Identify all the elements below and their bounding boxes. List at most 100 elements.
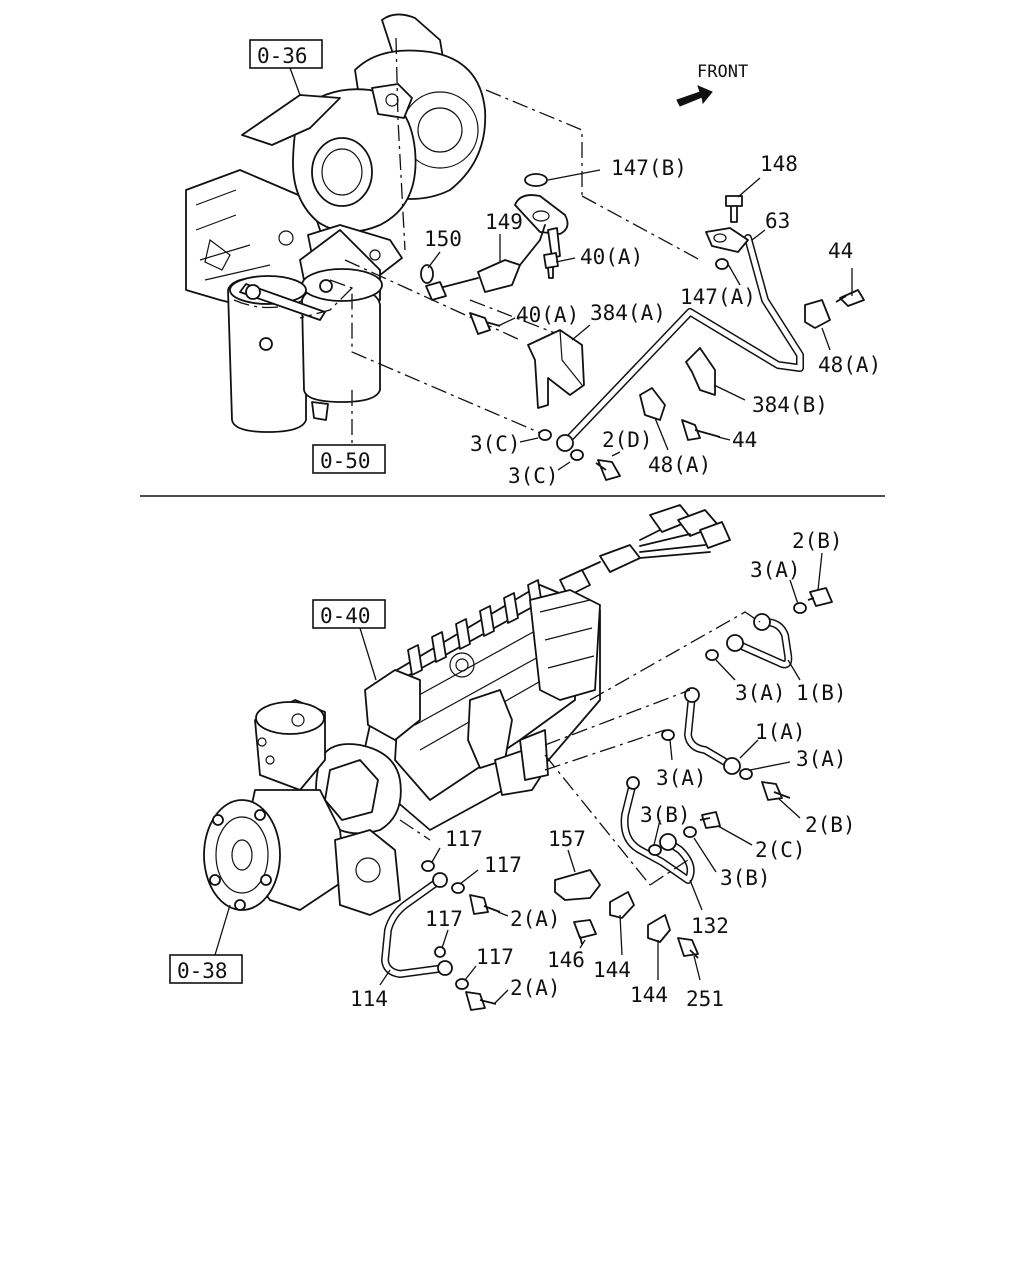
callout-150: 150 — [424, 227, 462, 251]
washer-117-c — [434, 946, 446, 958]
bolt-2a-2 — [465, 991, 497, 1011]
washer-117-b — [451, 882, 465, 894]
callout-1b: 1(B) — [796, 681, 847, 705]
clip-48a-lower — [639, 387, 666, 421]
bolt-2c — [699, 811, 721, 829]
callout-1a: 1(A) — [755, 720, 806, 744]
bolt-2b-1 — [807, 587, 833, 607]
washer-3a-3 — [661, 729, 675, 741]
callout-48a-right: 48(A) — [818, 353, 881, 377]
callout-3a-3: 3(A) — [796, 747, 847, 771]
ref-box-0-40 — [312, 599, 386, 629]
ref-box-0-38 — [169, 954, 243, 984]
washer-3c-2 — [570, 449, 584, 461]
callout-384a: 384(A) — [590, 301, 666, 325]
callout-3b-1: 3(B) — [640, 803, 691, 827]
callout-3a-2: 3(A) — [735, 681, 786, 705]
callout-144-a: 144 — [593, 958, 631, 982]
callout-146: 146 — [547, 948, 585, 972]
callout-132: 132 — [691, 914, 729, 938]
bracket-384b — [685, 347, 716, 396]
pipe-1b — [726, 613, 793, 669]
wiring-harness — [559, 504, 731, 597]
callout-114: 114 — [350, 987, 388, 1011]
bolt-44-lower — [681, 419, 721, 441]
o-ring-150 — [420, 264, 434, 284]
callout-2a-1: 2(A) — [510, 907, 561, 931]
bolt-2b-2 — [761, 781, 791, 801]
ref-0-40: 0-40 — [320, 604, 371, 628]
bottom-assembly: 0-40 0-38 — [169, 504, 856, 1011]
callout-3a-4: 3(A) — [656, 766, 707, 790]
callout-3c-2: 3(C) — [508, 464, 559, 488]
callout-44-right: 44 — [828, 239, 853, 263]
clip-157 — [554, 869, 601, 901]
front-label: FRONT — [697, 62, 748, 82]
callout-3c-1: 3(C) — [470, 432, 521, 456]
callout-3b-2: 3(B) — [720, 866, 771, 890]
callout-44-lower: 44 — [732, 428, 757, 452]
callout-117-b: 117 — [484, 853, 522, 877]
callout-2c: 2(C) — [755, 838, 806, 862]
clip-144-a — [609, 891, 635, 919]
clip-144-b — [647, 914, 671, 943]
bolt-251 — [677, 937, 699, 959]
gasket-147b — [524, 173, 548, 187]
bolt-40a-1 — [543, 252, 559, 279]
callout-251: 251 — [686, 987, 724, 1011]
front-arrow-icon — [676, 85, 713, 107]
clip-48a-right — [804, 299, 831, 329]
callout-40a-1: 40(A) — [580, 245, 643, 269]
callout-117-d: 117 — [476, 945, 514, 969]
bracket-384a — [527, 329, 585, 409]
oil-filter-assembly — [227, 229, 383, 433]
washer-3a-4 — [739, 768, 753, 780]
bottom-leaders — [379, 552, 823, 1005]
bolt-40a-2 — [469, 312, 501, 335]
callout-147b: 147(B) — [611, 156, 687, 180]
washer-3c-1 — [538, 429, 552, 441]
callout-144-b: 144 — [630, 983, 668, 1007]
turbocharger — [241, 13, 487, 276]
callout-63: 63 — [765, 209, 790, 233]
callout-2d: 2(D) — [602, 428, 653, 452]
sensor-149 — [477, 259, 521, 293]
callout-3a-1: 3(A) — [750, 558, 801, 582]
pipe-114 — [381, 872, 453, 978]
pipe-1a — [684, 687, 741, 775]
callout-148: 148 — [760, 152, 798, 176]
washer-117-d — [455, 978, 469, 990]
ref-box-0-36 — [249, 39, 323, 69]
callout-117-a: 117 — [445, 827, 483, 851]
pipe-132 — [620, 776, 695, 884]
callout-48a-lower: 48(A) — [648, 453, 711, 477]
bolt-2d — [595, 459, 621, 481]
ref-box-0-50 — [312, 444, 386, 474]
bolt-2a-1 — [469, 894, 501, 915]
washer-3b-2 — [683, 826, 697, 838]
top-assembly: FRONT — [185, 13, 881, 488]
callout-149: 149 — [485, 210, 523, 234]
callout-2b-2: 2(B) — [805, 813, 856, 837]
washer-3b-1 — [648, 844, 662, 856]
callout-40a-2: 40(A) — [516, 303, 579, 327]
top-leaders — [427, 169, 853, 471]
callout-384b: 384(B) — [752, 393, 828, 417]
pipe-63 — [556, 227, 804, 452]
injection-pump — [315, 579, 601, 835]
washer-3a-1 — [793, 602, 807, 614]
callout-2b-1: 2(B) — [792, 529, 843, 553]
sensor-flange — [514, 194, 569, 235]
drive-flange — [203, 799, 281, 911]
washer-3a-2 — [705, 649, 719, 661]
bolt-146 — [573, 919, 597, 945]
bolt-44-right — [835, 289, 865, 307]
ref-0-50: 0-50 — [320, 449, 371, 473]
callout-117-c: 117 — [425, 907, 463, 931]
callout-2a-2: 2(A) — [510, 976, 561, 1000]
washer-117-a — [421, 860, 435, 872]
callout-147a: 147(A) — [680, 285, 756, 309]
callout-157: 157 — [548, 827, 586, 851]
ref-0-38: 0-38 — [177, 959, 228, 983]
